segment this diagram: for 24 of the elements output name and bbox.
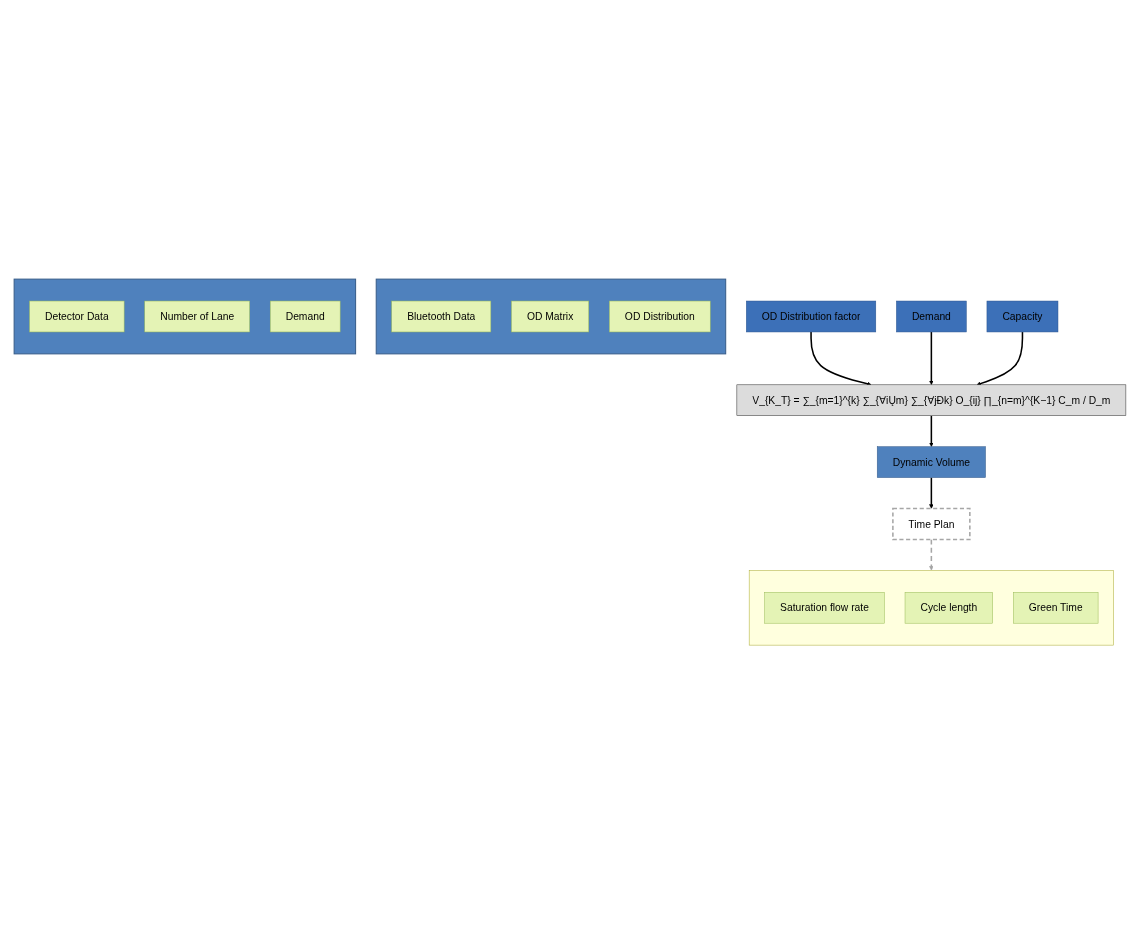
arrow <box>929 415 934 448</box>
node-box: Time Plan <box>892 508 971 541</box>
node-box: Number of Lane <box>144 301 250 333</box>
node-box: Capacity <box>986 301 1059 333</box>
arrow <box>929 331 934 386</box>
arrow <box>976 331 1024 386</box>
node-box: Demand <box>269 301 341 333</box>
node-box: Cycle length <box>904 592 993 624</box>
node-box: Green Time <box>1013 592 1099 624</box>
node-box: OD Distribution <box>609 301 711 333</box>
node-box: Saturation flow rate <box>764 592 885 624</box>
node-box: Demand <box>896 301 967 333</box>
node-box: Bluetooth Data <box>391 301 492 333</box>
cluster <box>748 570 1114 646</box>
node-box: Detector Data <box>29 301 125 333</box>
node-box: OD Distribution factor <box>746 301 877 333</box>
node-box: Dynamic Volume <box>876 446 986 479</box>
cluster <box>375 279 727 355</box>
arrow <box>929 477 934 510</box>
node-box: V_{K_T} = ∑_{m=1}^{k} ∑_{∀iŲm} ∑_{∀jÐk} O_{ij} ∏_{n=m}^{K−1} C_m / D_m <box>736 384 1127 417</box>
cluster <box>13 279 357 355</box>
arrow <box>810 331 872 387</box>
node-box: OD Matrix <box>511 301 590 333</box>
arrow <box>929 539 934 571</box>
